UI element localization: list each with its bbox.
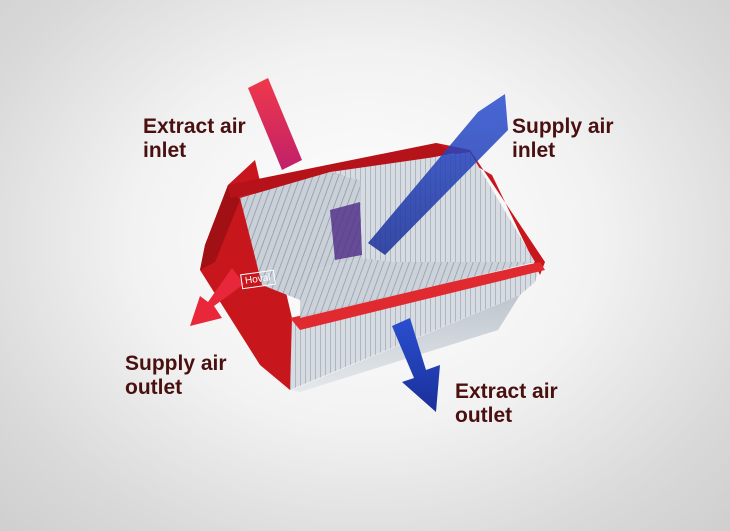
label-line: inlet [143,139,187,162]
label-extract-air-outlet: Extract air outlet [455,380,558,428]
supply-air-outlet-arrow [190,268,244,326]
label-line: outlet [455,404,513,427]
label-line: Supply air [512,115,614,138]
label-supply-air-outlet: Supply air outlet [125,352,227,400]
label-supply-air-inlet: Supply air inlet [512,115,614,163]
supply-air-inlet-arrow [368,94,508,255]
housing-body [200,143,545,392]
label-line: Supply air [125,352,227,375]
extract-air-outlet-arrow [392,318,440,412]
label-line: Extract air [455,380,558,403]
label-extract-air-inlet: Extract air inlet [143,115,246,163]
label-line: outlet [125,376,183,399]
extract-air-inlet-arrow [248,78,302,170]
label-line: Extract air [143,115,246,138]
label-line: inlet [512,139,556,162]
